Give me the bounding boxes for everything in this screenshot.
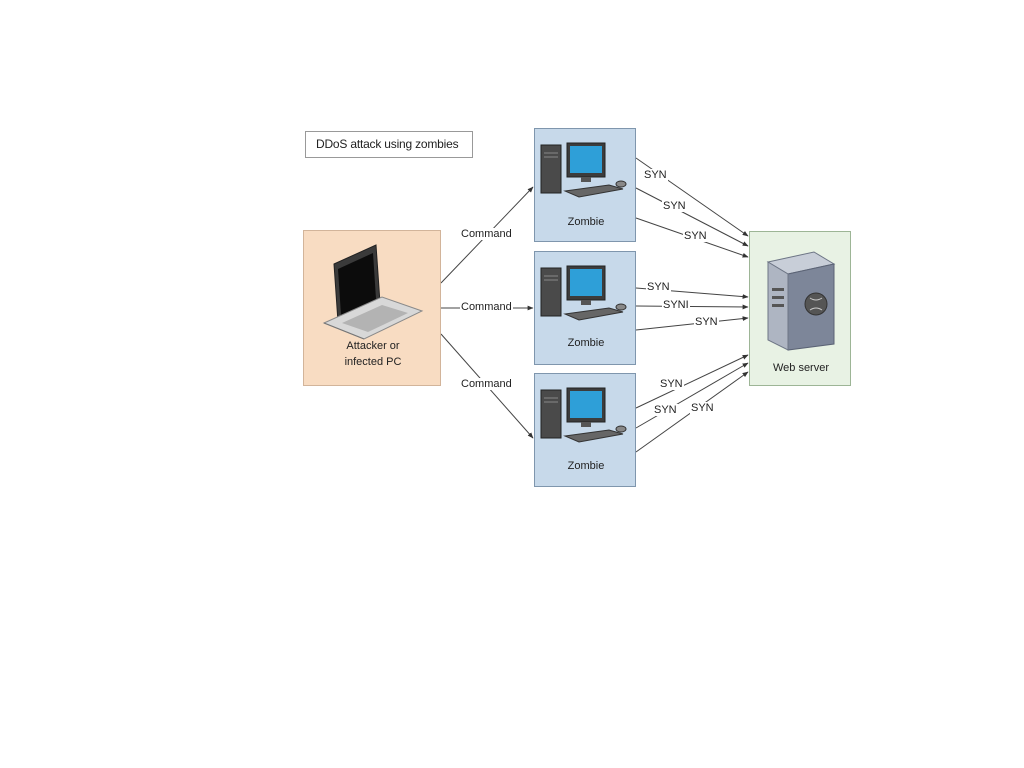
zombie-node-3: Zombie <box>534 373 636 487</box>
zombie-label-3: Zombie <box>567 460 605 472</box>
syn-arrow-3b <box>635 362 749 429</box>
attacker-label-line1: Attacker or <box>346 340 400 352</box>
web-server-node: Web server <box>749 231 851 386</box>
desktop-computer-icon <box>540 387 627 443</box>
attacker-label-line2: infected PC <box>344 356 402 368</box>
syn-label-3a: SYN <box>659 378 684 390</box>
laptop-icon <box>322 244 424 340</box>
syn-arrow-3a <box>635 354 749 409</box>
diagram-title: DDoS attack using zombies <box>305 131 473 158</box>
desktop-computer-icon <box>540 142 627 198</box>
syn-label-3c: SYN <box>690 402 715 414</box>
syn-label-2b: SYNI <box>662 299 690 311</box>
syn-label-1a: SYN <box>643 169 668 181</box>
syn-label-3b: SYN <box>653 404 678 416</box>
syn-arrow-2b <box>635 304 749 310</box>
syn-arrow-2c <box>635 316 749 331</box>
syn-label-1c: SYN <box>683 230 708 242</box>
desktop-computer-icon <box>540 265 627 321</box>
syn-label-2a: SYN <box>646 281 671 293</box>
web-server-label: Web server <box>772 362 830 374</box>
command-label-2: Command <box>460 301 513 313</box>
zombie-label-1: Zombie <box>567 216 605 228</box>
syn-label-1b: SYN <box>662 200 687 212</box>
zombie-node-1: Zombie <box>534 128 636 242</box>
zombie-label-2: Zombie <box>567 337 605 349</box>
syn-arrow-1b <box>635 187 749 247</box>
attacker-node: Attacker or infected PC <box>303 230 441 386</box>
syn-label-2c: SYN <box>694 316 719 328</box>
command-label-1: Command <box>460 228 513 240</box>
zombie-node-2: Zombie <box>534 251 636 365</box>
command-label-3: Command <box>460 378 513 390</box>
server-icon <box>766 251 836 351</box>
